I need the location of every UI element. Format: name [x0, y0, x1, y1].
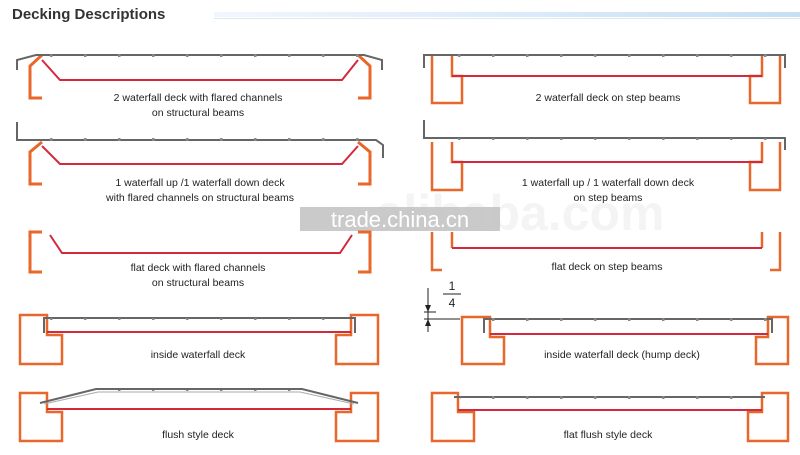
step-beam-right — [334, 313, 380, 366]
header-divider-line — [214, 18, 800, 19]
caption-5-line1: flat deck with flared channels — [131, 262, 266, 274]
deck-plate — [39, 388, 359, 404]
deck-plate — [16, 122, 384, 158]
flared-channel-right — [356, 53, 372, 100]
deck-slots — [48, 316, 352, 320]
deck-plate — [483, 318, 773, 333]
diagram-flat-flush-style: flat flush style deck — [430, 391, 790, 443]
diagram-2-waterfall-step: 2 waterfall deck on step beams — [423, 53, 786, 105]
step-beam-right — [746, 391, 790, 443]
caption-5-line2: on structural beams — [152, 277, 244, 289]
diagram-2-waterfall-flared: 2 waterfall deck with flared channels on… — [16, 53, 383, 119]
deck-plate — [423, 120, 786, 150]
deck-slots — [432, 53, 780, 57]
caption-4-line2: on step beams — [574, 192, 643, 204]
watermark: alibaba.com trade.china.cn — [0, 185, 800, 241]
step-beam-right — [770, 232, 782, 272]
deck-slots — [432, 136, 780, 140]
step-beam-left — [430, 232, 442, 272]
deck-slots — [36, 53, 364, 57]
dimension-denominator: 4 — [449, 296, 456, 310]
deck-slots — [490, 317, 768, 321]
caption-10: flat flush style deck — [564, 429, 653, 441]
page-header: Decking Descriptions — [0, 0, 800, 32]
flared-channel-left — [28, 230, 42, 274]
step-beam-right — [748, 55, 782, 105]
flared-channel-right — [358, 230, 372, 274]
caption-6: flat deck on step beams — [552, 261, 663, 273]
flared-channel-left — [28, 140, 43, 186]
caption-2: 2 waterfall deck on step beams — [536, 92, 681, 104]
step-beam-left — [430, 55, 464, 105]
flared-channel-left — [28, 53, 44, 100]
diagram-1up-1down-flared: 1 waterfall up /1 waterfall down deck wi… — [16, 122, 384, 204]
step-beam-left — [18, 391, 64, 443]
caption-1-line2: on structural beams — [152, 107, 244, 119]
caption-9: flush style deck — [162, 429, 235, 441]
step-beam-left — [430, 142, 464, 192]
watermark-site: trade.china.cn — [331, 207, 469, 232]
diagram-inside-waterfall-hump: inside waterfall deck (hump deck) — [460, 315, 790, 366]
flared-channel-right — [357, 140, 372, 186]
diagram-flat-step: flat deck on step beams — [430, 232, 782, 273]
diagram-flush-style: flush style deck — [18, 387, 380, 443]
deck-plate — [16, 54, 383, 70]
diagram-flat-flared: flat deck with flared channels on struct… — [28, 230, 372, 289]
caption-8: inside waterfall deck (hump deck) — [544, 349, 700, 361]
caption-1-line1: 2 waterfall deck with flared channels — [114, 92, 283, 104]
deck-plate — [43, 317, 356, 333]
diagram-inside-waterfall: inside waterfall deck — [18, 313, 380, 366]
header-divider — [214, 12, 800, 17]
caption-3-line2: with flared channels on structural beams — [105, 192, 294, 204]
diagram-1up-1down-step: 1 waterfall up / 1 waterfall down deck o… — [423, 120, 786, 204]
step-beam-right — [748, 142, 782, 192]
step-beam-left — [18, 313, 64, 366]
deck-slots — [98, 387, 298, 391]
deck-slots — [20, 138, 372, 142]
dimension-quarter: 1 4 — [424, 279, 461, 332]
step-beam-right — [334, 391, 380, 443]
caption-7: inside waterfall deck — [151, 349, 246, 361]
support-bar — [41, 145, 359, 165]
caption-4-line1: 1 waterfall up / 1 waterfall down deck — [522, 177, 695, 189]
dimension-numerator: 1 — [449, 279, 456, 293]
support-bar — [49, 234, 353, 254]
step-beam-left — [430, 391, 476, 443]
page-title: Decking Descriptions — [12, 6, 166, 23]
deck-slots — [460, 395, 760, 399]
support-bar — [41, 59, 359, 81]
caption-3-line1: 1 waterfall up /1 waterfall down deck — [115, 177, 285, 189]
